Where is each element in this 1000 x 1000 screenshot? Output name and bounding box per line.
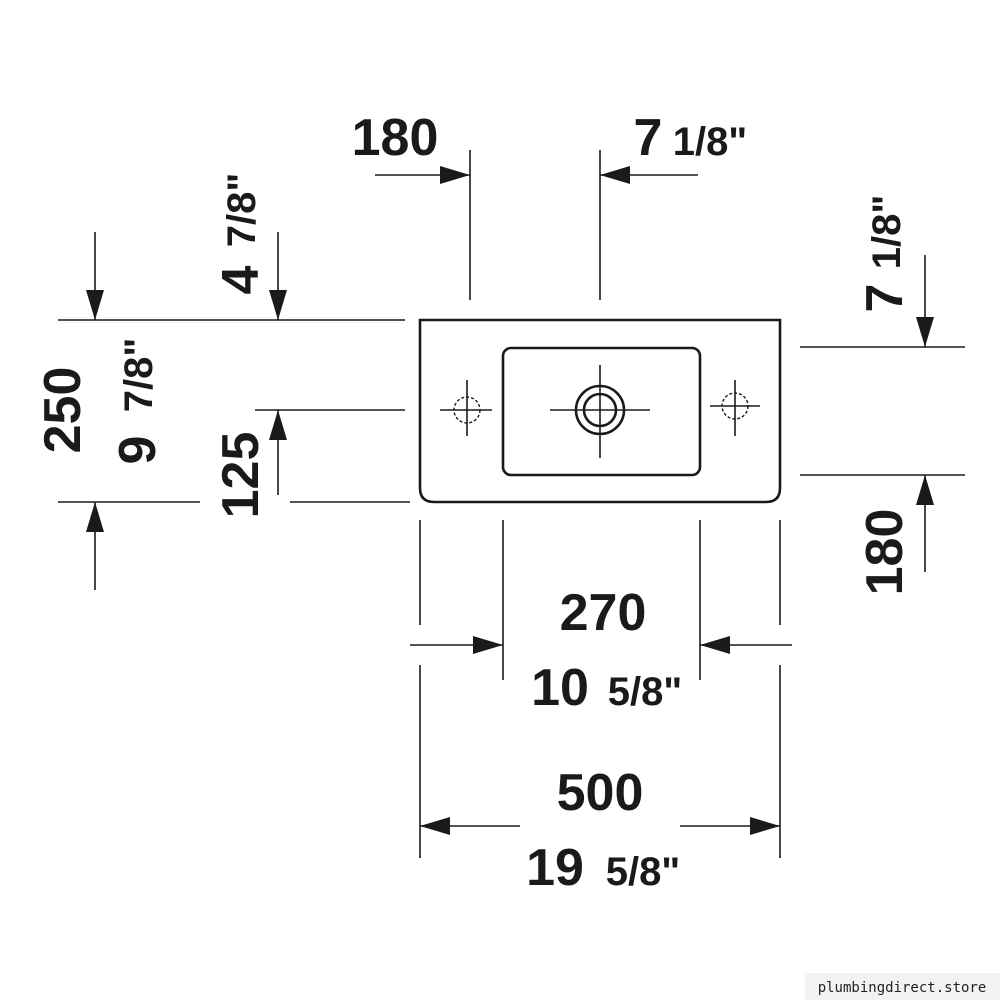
basin-plan-view bbox=[418, 318, 782, 504]
top-offset-dimension: 180 7 1/8" bbox=[352, 109, 748, 300]
height-mm-label: 250 bbox=[34, 367, 92, 454]
drain-icon bbox=[550, 365, 650, 458]
height-in-label: 9 bbox=[109, 436, 167, 465]
watermark-text: plumbingdirect.store bbox=[818, 980, 987, 996]
right-top-in-label: 7 bbox=[856, 284, 914, 313]
tap-hole-right-icon bbox=[710, 380, 760, 436]
right-bottom-mm-label: 180 bbox=[856, 509, 914, 596]
top-offset-mm-label: 180 bbox=[352, 109, 439, 167]
left-top-in-label: 4 bbox=[212, 265, 270, 294]
left-dimensions: 4 7/8" 250 9 7/8" 125 bbox=[34, 173, 410, 590]
total-width-in-frac-label: 5/8" bbox=[606, 850, 681, 894]
left-top-in-frac-label: 7/8" bbox=[220, 173, 264, 248]
bowl-outline bbox=[501, 346, 702, 477]
total-width-in-label: 19 bbox=[526, 839, 584, 897]
top-offset-in-frac-label: 1/8" bbox=[673, 120, 748, 164]
bottom-dimensions: 270 10 5/8" 500 19 5/8" bbox=[410, 520, 792, 897]
right-dimensions: 7 1/8" 180 bbox=[800, 195, 965, 596]
tap-hole-left-icon bbox=[440, 380, 492, 436]
total-width-mm-label: 500 bbox=[557, 764, 644, 822]
basin-outline bbox=[418, 318, 782, 504]
mid-height-mm-label: 125 bbox=[212, 432, 270, 519]
bowl-width-in-label: 10 bbox=[531, 659, 589, 717]
bowl-width-mm-label: 270 bbox=[560, 584, 647, 642]
watermark-badge: plumbingdirect.store bbox=[805, 973, 1000, 1000]
height-in-frac-label: 7/8" bbox=[117, 338, 161, 413]
top-offset-in-label: 7 bbox=[634, 109, 663, 167]
bowl-width-in-frac-label: 5/8" bbox=[608, 670, 683, 714]
right-top-in-frac-label: 1/8" bbox=[865, 195, 909, 270]
